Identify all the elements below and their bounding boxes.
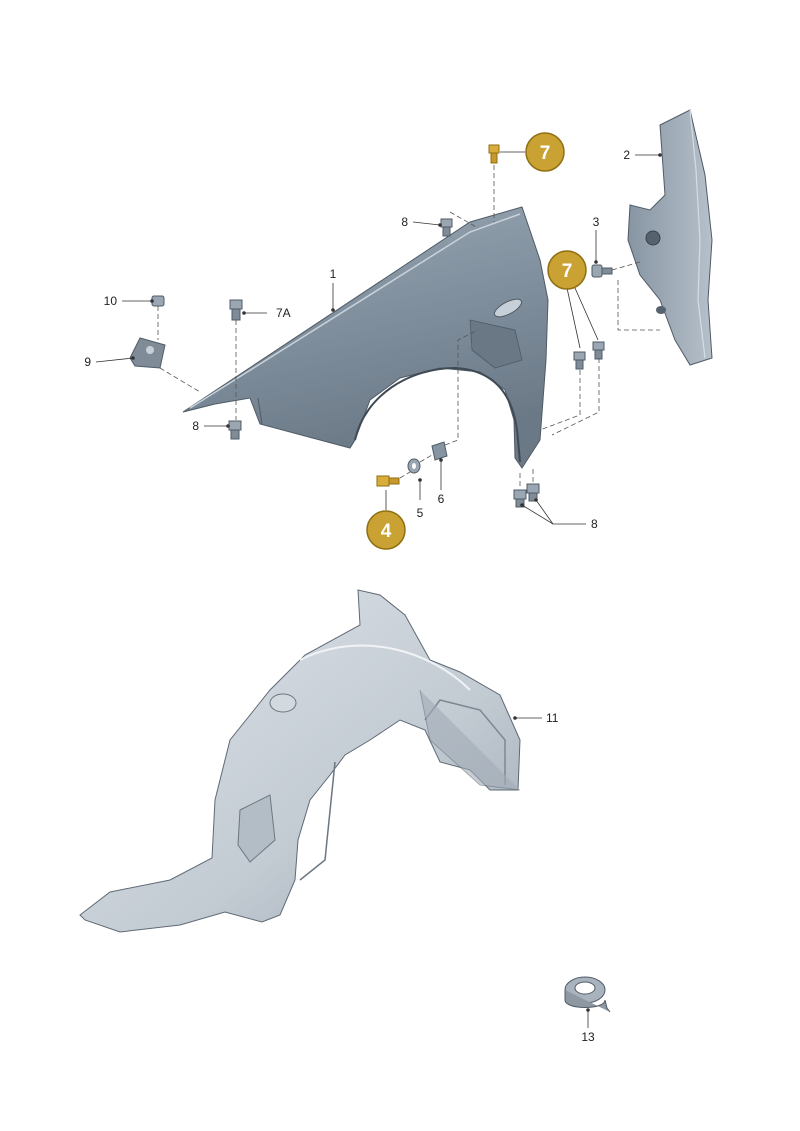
callout-6: 6 — [438, 492, 445, 506]
bolt-7a — [229, 299, 243, 321]
callout-8-left: 8 — [192, 419, 199, 433]
fender-panel — [182, 206, 549, 469]
tape-roll — [564, 976, 611, 1013]
callout-3: 3 — [593, 215, 600, 229]
callout-13: 13 — [581, 1030, 595, 1044]
callout-5: 5 — [417, 506, 424, 520]
badge-7-right: 7 — [547, 250, 587, 290]
bolt-4 — [376, 475, 400, 487]
clip-8-top — [440, 218, 453, 237]
callout-8-bottom: 8 — [591, 517, 598, 531]
clip-8-left — [228, 420, 242, 440]
callout-7a: 7A — [276, 306, 291, 320]
badge-7-top: 7 — [525, 132, 565, 172]
leader-lines — [95, 151, 662, 1028]
callout-10: 10 — [104, 294, 118, 308]
nut-10 — [151, 295, 165, 307]
bolt-right-b — [592, 341, 605, 360]
bolt-right-a — [573, 351, 586, 370]
callout-9: 9 — [84, 355, 91, 369]
fender-bracket — [627, 109, 713, 366]
wheel-housing-liner — [79, 589, 521, 933]
clip-8-bottom — [513, 483, 540, 508]
badge-4-bottom: 4 — [366, 510, 406, 550]
nut-6 — [431, 441, 448, 461]
bolt-top — [488, 144, 500, 164]
screw-3 — [591, 264, 613, 278]
badge-7-top-number: 7 — [540, 143, 551, 164]
callout-2: 2 — [623, 148, 630, 162]
badge-7-right-number: 7 — [562, 261, 573, 282]
callout-8-top: 8 — [401, 215, 408, 229]
assembly-lines — [157, 165, 660, 486]
washer-5 — [407, 458, 421, 474]
callout-11: 11 — [546, 711, 559, 725]
badge-4-bottom-number: 4 — [381, 521, 392, 542]
clip-holder-9 — [129, 337, 166, 369]
callout-1: 1 — [330, 267, 337, 281]
